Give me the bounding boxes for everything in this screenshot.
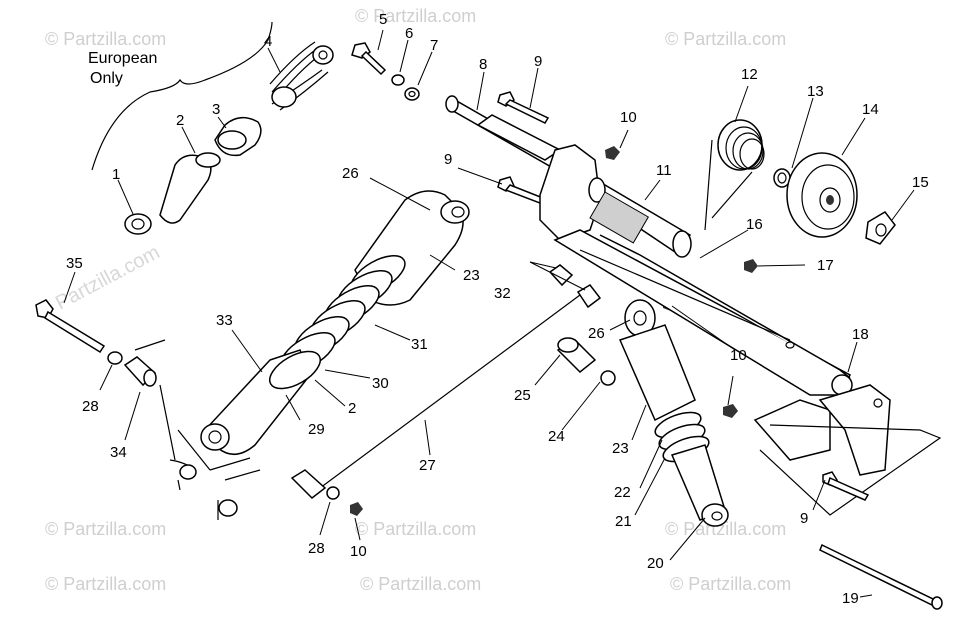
rod-27 [290,294,581,516]
bolt-9-top [497,91,550,124]
rear-bracket [753,384,942,516]
washer-7 [404,87,420,101]
callout-19: 19 [842,590,859,607]
european-only-note: European Only [88,21,273,171]
watermark: © Partzilla.com [45,574,166,594]
callout-8: 8 [479,56,487,73]
callout-27: 27 [419,457,436,474]
callout-13: 13 [807,83,824,100]
callout-1: 1 [112,166,120,183]
callout-18: 18 [852,326,869,343]
callout-23: 23 [612,440,629,457]
callout-35: 35 [66,255,83,272]
shock-right [618,299,729,527]
note-line-1: European [88,50,157,67]
wheel-14 [786,152,858,238]
callout-3: 3 [212,101,220,118]
bolt-35-assembly [35,299,196,471]
callout-7: 7 [430,37,438,54]
callout-6: 6 [405,25,413,42]
shock-left [200,190,470,455]
callout-16: 16 [746,216,763,233]
callout-21: 21 [615,513,632,530]
callouts: 1 2 3 4 5 6 7 8 9 9 9 10 10 10 11 12 13 … [66,11,929,607]
bushings-32 [529,261,602,309]
callout-26: 26 [588,325,605,342]
watermark: © Partzilla.com [45,519,166,539]
callout-10: 10 [730,347,747,364]
callout-12: 12 [741,66,758,83]
nut-10-right [723,404,738,418]
nut-10-top [605,146,620,160]
watermark: © Partzilla.com [355,6,476,26]
callout-33: 33 [216,312,233,329]
callout-2: 2 [176,112,184,129]
callout-9: 9 [444,151,452,168]
top-hardware [351,42,420,101]
watermark: © Partzilla.com [665,519,786,539]
callout-9: 9 [800,510,808,527]
watermark: © Partzilla.com [665,29,786,49]
torsion-spring-12 [704,119,765,231]
callout-30: 30 [372,375,389,392]
callout-28: 28 [308,540,325,557]
callout-2-lower: 2 [348,400,356,417]
washer-6 [391,74,405,86]
tube-11 [588,177,692,258]
washer-24 [600,370,616,386]
callout-24: 24 [548,428,565,445]
european-parts [124,41,334,235]
callout-32: 32 [494,285,511,302]
sleeve-25 [556,337,597,374]
callout-23: 23 [463,267,480,284]
axle-19 [819,543,943,610]
watermark: © Partzilla.com [670,574,791,594]
callout-10: 10 [350,543,367,560]
bushing-1 [124,213,152,235]
callout-25: 25 [514,387,531,404]
note-line-2: Only [90,70,123,87]
callout-5: 5 [379,11,387,28]
swing-arm-16 [539,144,853,396]
watermark: © Partzilla.com [355,519,476,539]
spacer-15 [865,211,896,245]
callout-17: 17 [817,257,834,274]
shaft-8 [445,95,562,169]
callout-15: 15 [912,174,929,191]
callout-10: 10 [620,109,637,126]
callout-31: 31 [411,336,428,353]
callout-11: 11 [656,162,672,179]
watermark: Partzilla.com [52,241,163,314]
bracket-line [91,21,273,171]
nut-17 [744,259,758,273]
callout-22: 22 [614,484,631,501]
callout-9: 9 [534,53,542,70]
watermark: © Partzilla.com [360,574,481,594]
callout-34: 34 [110,444,127,461]
callout-4: 4 [264,33,272,50]
lower-brackets [177,429,261,520]
watermark: © Partzilla.com [45,29,166,49]
callout-20: 20 [647,555,664,572]
callout-29: 29 [308,421,325,438]
callout-28: 28 [82,398,99,415]
leader-lines [63,29,915,598]
bolt-5-shank [360,50,387,76]
spring-4 [269,41,334,111]
callout-26: 26 [342,165,359,182]
callout-14: 14 [862,101,879,118]
